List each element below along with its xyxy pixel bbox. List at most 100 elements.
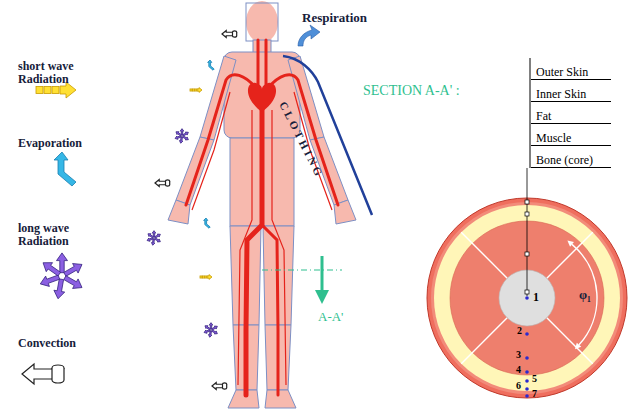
section-marker: A-A' <box>318 310 343 323</box>
layer-cell: Bone (core) <box>531 146 611 168</box>
node-marker <box>525 212 529 216</box>
convection-arrow <box>212 383 223 390</box>
layer-label: Muscle <box>536 131 571 146</box>
arrow-block <box>202 276 204 278</box>
leader-line <box>527 168 528 296</box>
longwave-arrow <box>205 326 211 330</box>
foot-segment <box>265 390 296 408</box>
layer-cell: Outer Skin <box>531 58 611 80</box>
layer-cell: Fat <box>531 102 611 124</box>
callout-number: 5 <box>532 374 537 384</box>
head <box>246 1 278 43</box>
arrow-block <box>190 89 192 91</box>
blood-vessel <box>262 225 278 395</box>
arrow-block <box>36 87 43 94</box>
longwave-arrow <box>155 238 161 242</box>
node-dot <box>525 379 529 383</box>
arrow-block <box>44 87 51 94</box>
blood-vessel <box>265 40 268 88</box>
convection-arrow <box>155 180 166 187</box>
callout-number: 4 <box>516 365 521 375</box>
angle-label: φ₁ <box>579 288 591 301</box>
layer-cell: Inner Skin <box>531 80 611 102</box>
arrow-block <box>52 87 59 94</box>
legend-label: long wave Radiation <box>18 222 100 248</box>
node-marker <box>525 200 529 204</box>
section-arrow-head <box>315 290 329 304</box>
blood-vessel <box>192 92 230 210</box>
legend-label: Evaporation <box>18 137 118 150</box>
legend-label: Convection <box>18 337 118 350</box>
layer-label: Fat <box>536 109 551 124</box>
evaporation-arrow <box>54 152 76 186</box>
body-figure <box>168 1 356 408</box>
convection-cylinder <box>223 384 227 389</box>
node-dot <box>525 356 529 360</box>
node-dot <box>525 394 529 398</box>
angle-arc <box>572 244 597 344</box>
blood-vessel <box>268 75 338 205</box>
convection-arrow <box>22 364 54 384</box>
longwave-arrow <box>64 264 82 277</box>
longwave-arrow <box>147 238 153 242</box>
heart <box>248 83 276 112</box>
longwave-arrow <box>54 279 65 299</box>
longwave-arrow <box>155 234 161 238</box>
longwave-arrow <box>183 136 189 140</box>
longwave-arrow <box>176 132 182 136</box>
longwave-arrow <box>204 330 210 334</box>
sector-line <box>547 318 593 364</box>
foot-segment <box>228 390 259 408</box>
longwave-arrow <box>43 263 60 276</box>
section-line <box>262 269 342 270</box>
convection-arrow <box>222 31 233 38</box>
callout-number: 1 <box>533 291 539 303</box>
callout-number: 7 <box>532 389 537 399</box>
arrow-head <box>207 275 212 280</box>
section-title: SECTION A-A' : <box>363 84 460 98</box>
layer-label: Bone (core) <box>536 153 593 168</box>
respiration-arrow <box>298 25 320 46</box>
arrow-block <box>200 276 202 278</box>
longwave-arrow <box>57 253 68 273</box>
longwave-arrow <box>175 136 181 140</box>
longwave-arrow <box>212 326 218 330</box>
convection-cylinder <box>52 368 64 383</box>
callout-number: 6 <box>516 381 521 391</box>
neck-segment <box>253 40 271 53</box>
evaporation-arrow <box>208 60 215 70</box>
longwave-arrow <box>64 276 82 289</box>
sector-line <box>461 232 507 278</box>
node-marker <box>525 252 529 256</box>
layer-label: Outer Skin <box>536 65 588 80</box>
section-arrow <box>321 256 324 292</box>
angle-arrowhead <box>567 241 574 247</box>
blood-vessel <box>186 75 256 205</box>
sector-line <box>461 318 507 364</box>
convection-cylinder <box>166 181 170 186</box>
blood-vessel <box>238 110 252 385</box>
node-dot <box>525 296 529 300</box>
head-segment <box>246 3 278 41</box>
arrow-block <box>205 276 207 278</box>
legend-label: short wave Radiation <box>18 60 100 86</box>
arrow-block <box>195 89 197 91</box>
angle-arrowhead <box>575 343 581 349</box>
evaporation-arrow <box>204 218 211 228</box>
sector-line <box>547 232 593 278</box>
convection-cylinder <box>233 32 237 37</box>
layer-cell: Muscle <box>531 124 611 146</box>
upper-arm-segment <box>200 56 236 140</box>
node-dot <box>525 387 529 391</box>
node-dot <box>525 370 529 374</box>
blood-vessel <box>246 100 262 395</box>
layer-label: Inner Skin <box>536 87 586 102</box>
node-dot <box>525 332 529 336</box>
longwave-arrow <box>212 330 218 334</box>
longwave-arrow <box>183 132 189 136</box>
forearm-segment <box>176 137 214 205</box>
arrow-head <box>197 88 202 93</box>
node-marker <box>525 290 529 294</box>
arrow-block <box>192 89 194 91</box>
